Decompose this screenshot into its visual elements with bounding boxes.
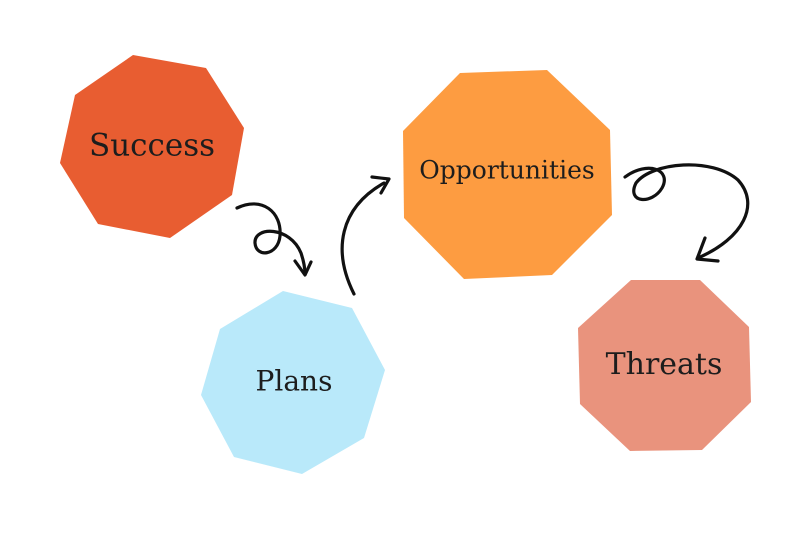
- threats-shape: [578, 280, 751, 451]
- arrow-success-to-plans: [235, 202, 313, 277]
- opportunities-shape: [403, 70, 612, 279]
- threats-label: Threats: [606, 347, 723, 382]
- node-success: Success: [60, 55, 244, 238]
- success-shape: [60, 55, 244, 238]
- arrow-plans-to-opportunities: [340, 175, 391, 296]
- plans-shape: [201, 291, 385, 474]
- success-label: Success: [89, 128, 215, 164]
- node-plans: Plans: [201, 291, 385, 474]
- node-threats: Threats: [578, 280, 751, 451]
- arrow-opportunities-to-threats: [623, 163, 750, 263]
- plans-label: Plans: [256, 365, 333, 398]
- opportunities-label: Opportunities: [419, 156, 594, 185]
- node-opportunities: Opportunities: [403, 70, 612, 279]
